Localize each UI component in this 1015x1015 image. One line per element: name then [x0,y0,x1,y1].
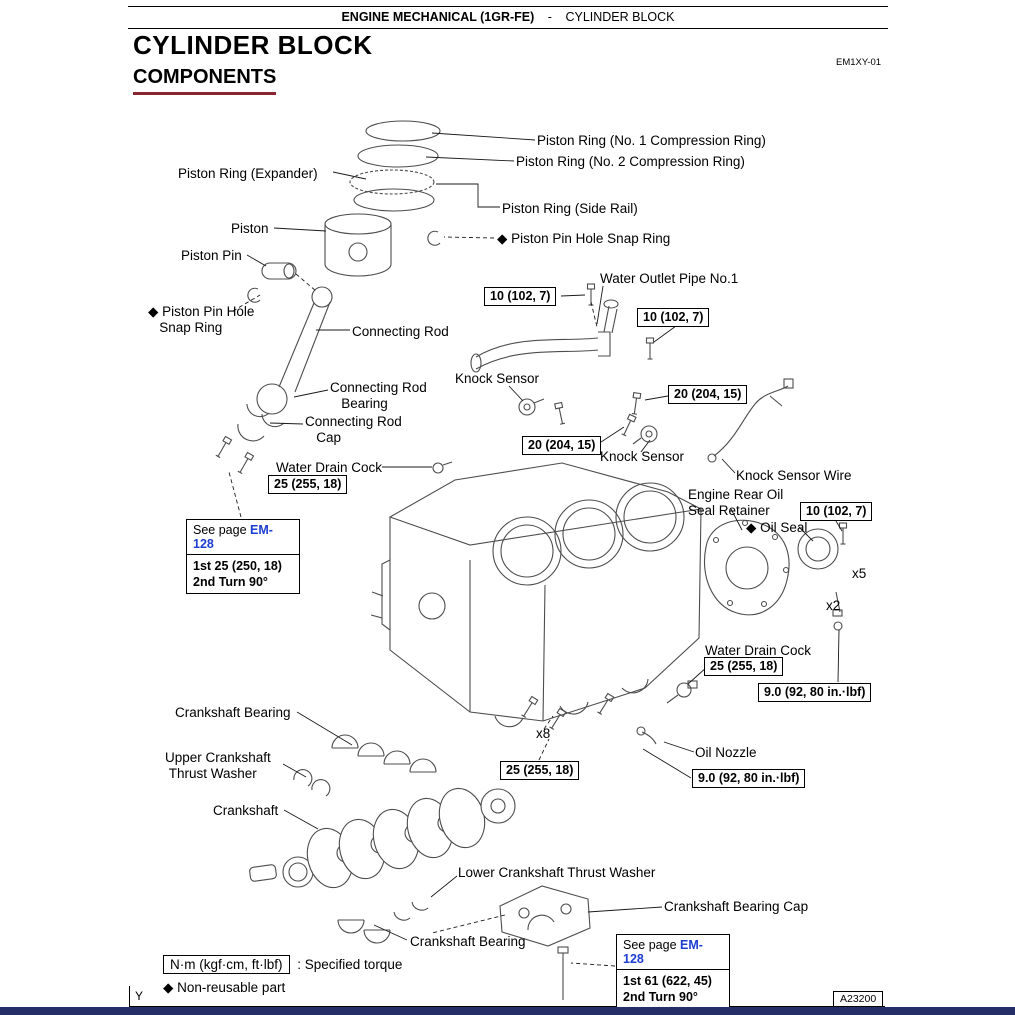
torque-box-outlet-left: 10 (102, 7) [484,287,557,306]
torque-unit-box: N·m (kgf·cm, ft·lbf) [163,955,290,974]
label-x2: x2 [826,598,841,613]
label-connecting-rod-bearing: Connecting Rod Bearing [330,380,427,411]
label-oil-seal: ◆ Oil Seal [746,520,808,535]
torque-box-drain-left: 25 (255, 18) [268,475,348,494]
torque-box-drain-right: 25 (255, 18) [704,657,784,676]
page-title: CYLINDER BLOCK [133,30,373,60]
label-crankshaft-bearing-top: Crankshaft Bearing [175,705,291,720]
torque-box-main-bolts: 25 (255, 18) [500,761,580,780]
see-page-box-connecting-rod: See page EM-128 1st 25 (250, 18) 2nd Tur… [186,519,300,594]
label-piston-pin: Piston Pin [181,248,242,263]
label-x8: x8 [536,726,551,741]
see-page-body: 1st 25 (250, 18) 2nd Turn 90° [187,555,299,593]
label-knock-sensor-wire: Knock Sensor Wire [736,468,852,483]
running-header-separator: - [547,10,552,24]
torque-step-2: 2nd Turn 90° [623,990,698,1004]
label-water-outlet-pipe: Water Outlet Pipe No.1 [600,271,739,286]
label-piston-ring-no1: Piston Ring (No. 1 Compression Ring) [537,133,766,148]
label-upper-thrust-washer: Upper Crankshaft Thrust Washer [165,750,271,781]
label-knock-sensor-left: Knock Sensor [455,371,540,386]
em128-link[interactable]: EM-128 [193,523,273,551]
label-water-drain-cock-right: Water Drain Cock [705,643,812,658]
page-corner-letter: Y [135,989,144,1003]
torque-box-oil-nozzle: 9.0 (92, 80 in.·lbf) [692,769,806,788]
torque-box-plug-right: 9.0 (92, 80 in.·lbf) [758,683,872,702]
page-bottom-rule [129,1006,885,1007]
running-header-topic: CYLINDER BLOCK [565,10,675,24]
see-page-head: See page EM-128 [187,520,299,555]
label-piston-ring-no2: Piston Ring (No. 2 Compression Ring) [516,154,745,169]
see-page-body: 1st 61 (622, 45) 2nd Turn 90° [617,970,729,1008]
label-piston: Piston [231,221,269,236]
figure-code: A23200 [833,991,884,1007]
torque-box-retainer: 10 (102, 7) [800,502,873,521]
label-piston-ring-side-rail: Piston Ring (Side Rail) [502,201,638,216]
running-header: ENGINE MECHANICAL (1GR-FE) - CYLINDER BL… [128,6,888,29]
label-crankshaft: Crankshaft [213,803,279,818]
label-knock-sensor-mid: Knock Sensor [600,449,685,464]
em128-link[interactable]: EM-128 [623,938,703,966]
page-subtitle: COMPONENTS [133,66,277,95]
running-header-section: ENGINE MECHANICAL (1GR-FE) [341,10,535,24]
torque-box-knock-left: 20 (204, 15) [522,436,602,455]
label-snap-ring-right: ◆ Piston Pin Hole Snap Ring [497,231,671,246]
see-page-prefix: See page [193,523,250,537]
label-rear-oil-seal-retainer: Engine Rear Oil Seal Retainer [688,487,784,518]
label-piston-ring-expander: Piston Ring (Expander) [178,166,318,181]
label-connecting-rod: Connecting Rod [352,324,449,339]
label-crankshaft-bearing-cap: Crankshaft Bearing Cap [664,899,809,914]
label-x5: x5 [852,566,867,581]
page-edge-bar [0,1007,1015,1015]
doc-code: EM1XY-01 [836,57,882,68]
torque-step-2: 2nd Turn 90° [193,575,268,589]
torque-step-1: 1st 25 (250, 18) [193,559,282,573]
see-page-head: See page EM-128 [617,935,729,970]
torque-step-1: 1st 61 (622, 45) [623,974,712,988]
label-snap-ring-left: ◆ Piston Pin Hole Snap Ring [148,304,255,335]
label-lower-thrust-washer: Lower Crankshaft Thrust Washer [458,865,656,880]
torque-legend-text: : Specified torque [297,957,403,972]
torque-box-knock-right: 20 (204, 15) [668,385,748,404]
label-oil-nozzle: Oil Nozzle [695,745,757,760]
label-water-drain-cock-left: Water Drain Cock [276,460,383,475]
label-crankshaft-bearing-bottom: Crankshaft Bearing [410,934,526,949]
label-connecting-rod-cap: Connecting Rod Cap [305,414,402,445]
see-page-prefix: See page [623,938,680,952]
non-reusable-legend: ◆ Non-reusable part [163,980,286,995]
torque-box-outlet-right: 10 (102, 7) [637,308,710,327]
torque-legend: N·m (kgf·cm, ft·lbf) : Specified torque [163,955,402,974]
page-left-rule [129,986,130,1006]
see-page-box-bearing-cap: See page EM-128 1st 61 (622, 45) 2nd Tur… [616,934,730,1009]
